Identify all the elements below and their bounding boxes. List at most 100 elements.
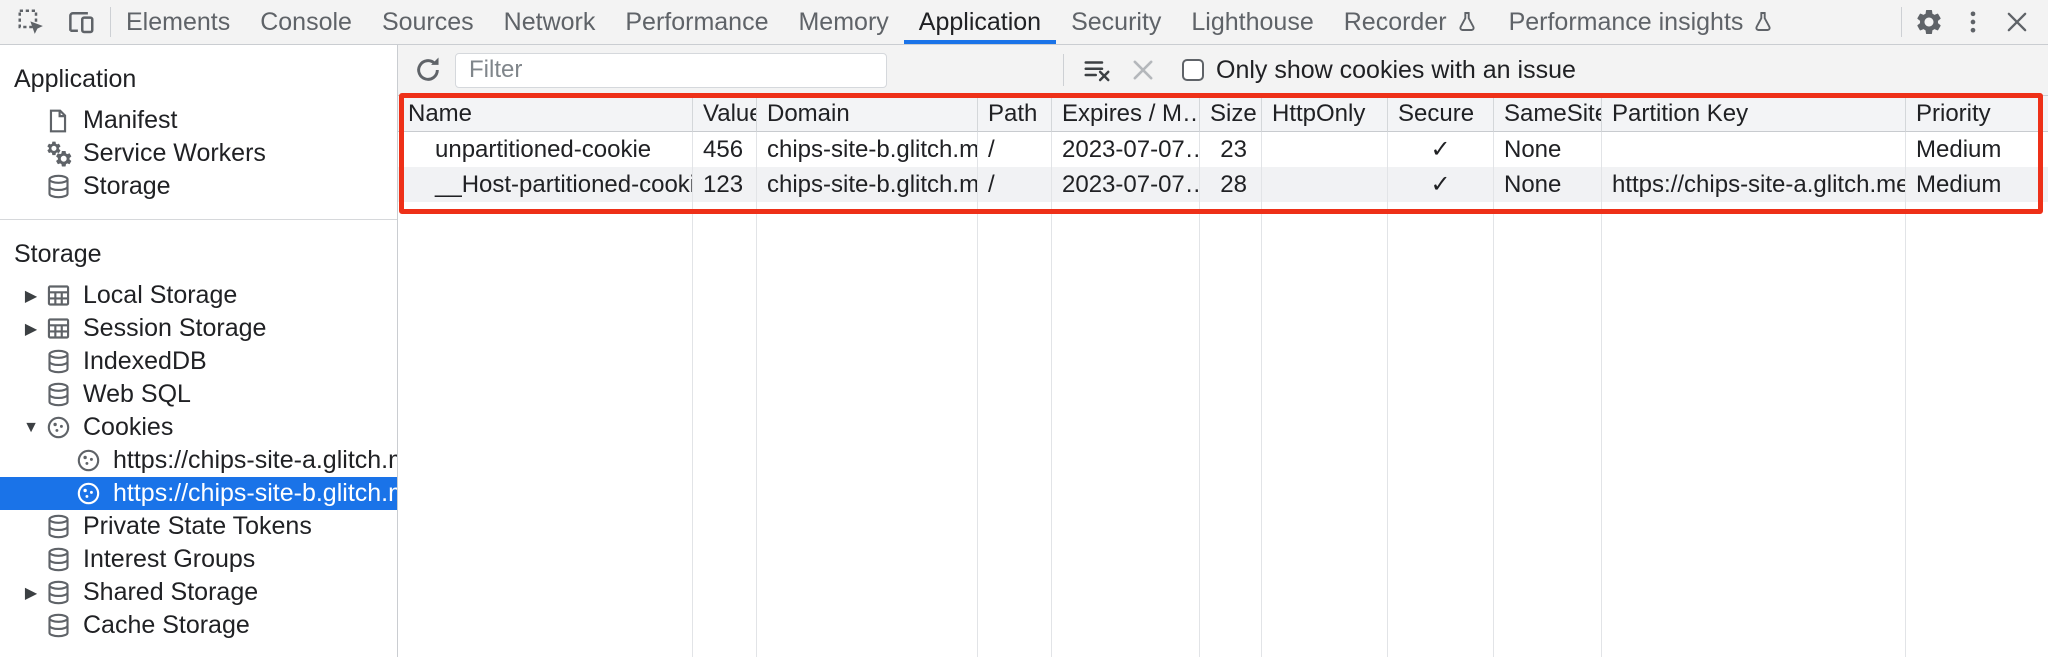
sidebar-item-label: Shared Storage	[83, 578, 259, 606]
more-options-icon[interactable]	[1956, 5, 1990, 39]
tab-elements[interactable]: Elements	[111, 0, 245, 44]
column-header-partition-key[interactable]: Partition Key	[1602, 96, 1906, 132]
tab-memory[interactable]: Memory	[783, 0, 903, 44]
settings-gear-icon[interactable]	[1912, 5, 1946, 39]
refresh-icon[interactable]	[411, 53, 445, 87]
tab-performance-insights[interactable]: Performance insights	[1494, 0, 1791, 44]
tab-lighthouse[interactable]: Lighthouse	[1176, 0, 1328, 44]
sidebar-item-private-state-tokens[interactable]: Private State Tokens	[0, 510, 397, 543]
delete-selected-icon[interactable]	[1126, 53, 1160, 87]
sidebar-item-web-sql[interactable]: Web SQL	[0, 378, 397, 411]
sidebar-item-https-chips-site-b-glitch-me[interactable]: https://chips-site-b.glitch.me	[0, 477, 397, 510]
tab-sources[interactable]: Sources	[367, 0, 489, 44]
filter-bar-divider	[1063, 54, 1064, 86]
cookie-cell-domain[interactable]: chips-site-b.glitch.me	[757, 132, 978, 167]
cookie-cell-domain[interactable]: chips-site-b.glitch.me	[757, 167, 978, 202]
column-header-size[interactable]: Size	[1200, 96, 1262, 132]
sidebar-item-label: Cache Storage	[83, 611, 250, 639]
column-header-name[interactable]: Name	[398, 96, 693, 132]
toolbar-divider	[110, 7, 111, 37]
tab-label: Elements	[126, 7, 231, 36]
cookie-cell-size[interactable]: 28	[1200, 167, 1262, 202]
devtools-toolbar: Elements Console Sources Network Performance…	[0, 0, 2048, 45]
sidebar-item-manifest[interactable]: Manifest	[0, 104, 397, 137]
database-icon	[44, 173, 72, 201]
cookie-icon	[74, 447, 102, 475]
sidebar-item-label: Manifest	[83, 106, 178, 134]
database-icon	[44, 513, 72, 541]
sidebar-item-label: IndexedDB	[83, 347, 207, 375]
table-grid-icon	[44, 282, 72, 310]
inspect-icon[interactable]	[14, 5, 48, 39]
cookie-cell-value[interactable]: 123	[693, 167, 757, 202]
table-empty-area	[1388, 202, 1494, 657]
tab-application[interactable]: Application	[903, 0, 1057, 44]
sidebar-item-cookies[interactable]: ▼Cookies	[0, 411, 397, 444]
tab-label: Security	[1071, 7, 1162, 36]
column-header-http-only[interactable]: HttpOnly	[1262, 96, 1388, 132]
tab-label: Memory	[798, 7, 889, 36]
sidebar-item-shared-storage[interactable]: ▶ Shared Storage	[0, 576, 397, 609]
tab-label: Performance	[625, 7, 769, 36]
sidebar-item-session-storage[interactable]: ▶ Session Storage	[0, 312, 397, 345]
tree-arrow-expanded-icon[interactable]: ▼	[23, 418, 39, 436]
tab-label: Console	[260, 7, 352, 36]
only-issue-checkbox[interactable]	[1182, 59, 1204, 81]
sidebar-item-https-chips-site-a-glitch-me[interactable]: https://chips-site-a.glitch.me	[0, 444, 397, 477]
tab-console[interactable]: Console	[245, 0, 367, 44]
only-issue-label[interactable]: Only show cookies with an issue	[1216, 55, 1576, 84]
column-header-domain[interactable]: Domain	[757, 96, 978, 132]
tab-label: Lighthouse	[1191, 7, 1314, 36]
column-header-same-site[interactable]: SameSite	[1494, 96, 1602, 132]
clear-all-cookies-icon[interactable]	[1080, 53, 1114, 87]
sidebar-item-cache-storage[interactable]: Cache Storage	[0, 609, 397, 642]
sidebar-item-label: Interest Groups	[83, 545, 256, 573]
tree-arrow-collapsed-icon[interactable]: ▶	[24, 584, 38, 602]
cookie-cell-expires[interactable]: 2023-07-07…	[1052, 167, 1200, 202]
cookie-cell-size[interactable]: 23	[1200, 132, 1262, 167]
column-header-path[interactable]: Path	[978, 96, 1052, 132]
cookie-cell-path[interactable]: /	[978, 132, 1052, 167]
cookie-cell-expires[interactable]: 2023-07-07…	[1052, 132, 1200, 167]
cookie-cell-priority[interactable]: Medium	[1906, 167, 2048, 202]
sidebar-item-local-storage[interactable]: ▶Local Storage	[0, 279, 397, 312]
sidebar-item-label: Session Storage	[83, 314, 267, 342]
column-header-expires[interactable]: Expires / M…	[1052, 96, 1200, 132]
cookie-cell-partition-key[interactable]	[1602, 132, 1906, 167]
sidebar-item-indexeddb[interactable]: IndexedDB	[0, 345, 397, 378]
cookie-cell-value[interactable]: 456	[693, 132, 757, 167]
device-toolbar-icon[interactable]	[64, 5, 98, 39]
cookie-cell-name[interactable]: __Host-partitioned-cookie	[398, 167, 693, 202]
tab-network[interactable]: Network	[489, 0, 611, 44]
tree-arrow-collapsed-icon[interactable]: ▶	[24, 320, 38, 338]
close-icon[interactable]	[2000, 5, 2034, 39]
column-header-value[interactable]: Value	[693, 96, 757, 132]
cookie-cell-same-site[interactable]: None	[1494, 167, 1602, 202]
sidebar-item-storage[interactable]: Storage	[0, 170, 397, 203]
cookie-icon	[44, 414, 72, 442]
sidebar-item-label: Service Workers	[83, 139, 266, 167]
database-icon	[44, 381, 72, 409]
tree-arrow-collapsed-icon[interactable]: ▶	[24, 287, 38, 305]
sidebar-item-interest-groups[interactable]: Interest Groups	[0, 543, 397, 576]
cookie-cell-same-site[interactable]: None	[1494, 132, 1602, 167]
cookie-cell-secure[interactable]: ✓	[1388, 132, 1494, 167]
column-header-priority[interactable]: Priority	[1906, 96, 2048, 132]
cookie-cell-path[interactable]: /	[978, 167, 1052, 202]
cookie-cell-http-only[interactable]	[1262, 167, 1388, 202]
column-header-secure[interactable]: Secure	[1388, 96, 1494, 132]
filter-input[interactable]	[455, 52, 887, 88]
table-empty-area	[757, 202, 978, 657]
cookie-cell-priority[interactable]: Medium	[1906, 132, 2048, 167]
tab-label: Sources	[381, 7, 474, 36]
tab-recorder[interactable]: Recorder	[1329, 0, 1494, 44]
cookie-cell-secure[interactable]: ✓	[1388, 167, 1494, 202]
cookie-cell-partition-key[interactable]: https://chips-site-a.glitch.me	[1602, 167, 1906, 202]
cookie-cell-name[interactable]: unpartitioned-cookie	[398, 132, 693, 167]
sidebar-item-service-workers[interactable]: Service Workers	[0, 137, 397, 170]
cookie-cell-http-only[interactable]	[1262, 132, 1388, 167]
tab-security[interactable]: Security	[1056, 0, 1176, 44]
tab-performance[interactable]: Performance	[610, 0, 783, 44]
